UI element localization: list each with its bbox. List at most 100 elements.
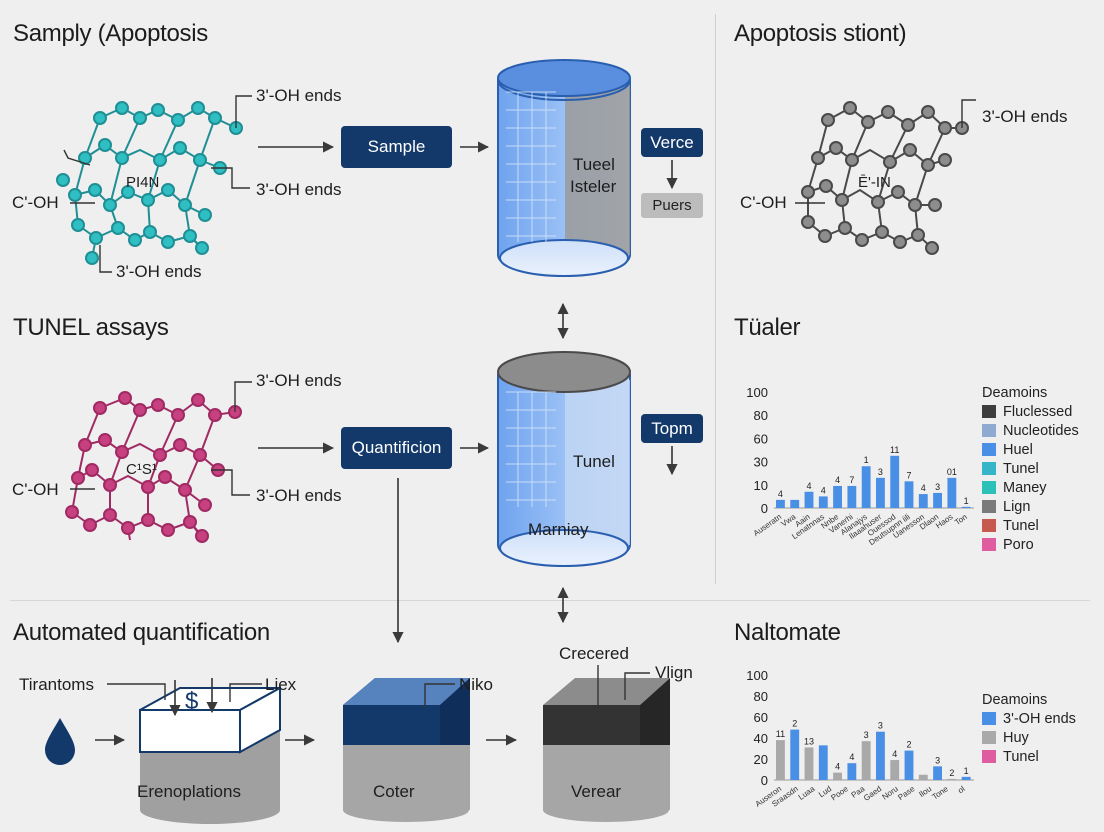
x-tick-label: Tone bbox=[930, 784, 950, 802]
bar bbox=[961, 776, 971, 780]
bar-value-label: 4 bbox=[892, 749, 897, 759]
bar bbox=[790, 499, 800, 508]
y-tick-label: 100 bbox=[746, 668, 768, 683]
chart1-legend-label: Huel bbox=[1003, 441, 1033, 458]
x-tick-label: Pase bbox=[896, 784, 917, 802]
bar bbox=[861, 466, 871, 508]
bar bbox=[776, 499, 785, 508]
bar-value-label: 1 bbox=[964, 496, 969, 506]
bar-value-label: 4 bbox=[778, 489, 783, 499]
topm-box[interactable]: Topm bbox=[641, 414, 703, 443]
chart2-legend-label: 3'-OH ends bbox=[1003, 710, 1076, 727]
mol2-left-label: C'-OH bbox=[12, 480, 59, 499]
bar-value-label: 4 bbox=[806, 481, 811, 491]
section-title-naltomate: Naltomate bbox=[734, 619, 841, 646]
bar bbox=[847, 485, 857, 508]
verear-block bbox=[543, 665, 670, 822]
mol1-top-label: 3'-OH ends bbox=[256, 86, 342, 105]
erenoplations-label: Erenoplations bbox=[137, 782, 241, 801]
mol2-center-label: C¹S¹ bbox=[126, 461, 157, 478]
bar bbox=[776, 740, 785, 780]
bar-value-label: 4 bbox=[921, 483, 926, 493]
verear-label: Verear bbox=[571, 782, 622, 801]
bar-value-label: 3 bbox=[878, 467, 883, 477]
chart1-legend-item: Tunel bbox=[982, 516, 1079, 535]
y-tick-label: 0 bbox=[761, 501, 768, 516]
tirantoms-label: Tirantoms bbox=[19, 675, 94, 694]
chart2-legend-label: Tunel bbox=[1003, 748, 1039, 765]
bar bbox=[933, 766, 942, 780]
bar-value-label: 3 bbox=[935, 482, 940, 492]
bar bbox=[804, 491, 814, 508]
x-tick-label: Auseratn bbox=[752, 512, 783, 538]
chart1-legend-swatch bbox=[982, 519, 996, 532]
chart1-legend-swatch bbox=[982, 424, 996, 437]
chart1-legend-item: Huel bbox=[982, 440, 1079, 459]
chart1-legend-swatch bbox=[982, 500, 996, 513]
coter-label: Coter bbox=[373, 782, 415, 801]
mol2-top-label: 3'-OH ends bbox=[256, 371, 342, 390]
bar bbox=[890, 760, 900, 780]
x-tick-label: Luaa bbox=[797, 784, 817, 802]
mol2-mid-label: 3'-OH ends bbox=[256, 486, 342, 505]
chart2-legend-title: Deamoins bbox=[982, 691, 1048, 708]
cyl2-label-2: Marniay bbox=[528, 520, 589, 539]
bar-value-label: 2 bbox=[949, 768, 954, 778]
bar-value-label: 2 bbox=[792, 719, 797, 729]
y-tick-label: 60 bbox=[754, 710, 768, 725]
bar bbox=[847, 763, 857, 780]
bar bbox=[961, 506, 971, 508]
cyl1-label-2: Isteler bbox=[570, 177, 617, 196]
bar bbox=[818, 496, 828, 508]
chart2-legend-item: Tunel bbox=[982, 747, 1076, 766]
bar-value-label: 3 bbox=[935, 755, 940, 765]
y-tick-label: 10 bbox=[754, 478, 768, 493]
bar-value-label: 1 bbox=[864, 455, 869, 465]
cyl2-label-1: Tunel bbox=[573, 452, 615, 471]
dollar-block bbox=[139, 678, 281, 824]
chart1-legend-label: Tunel bbox=[1003, 460, 1039, 477]
bar bbox=[861, 741, 871, 780]
x-tick-label: Ton bbox=[953, 512, 969, 527]
mol1-center-label: PI4N bbox=[126, 174, 160, 191]
bar-value-label: 7 bbox=[906, 470, 911, 480]
bar-value-label: 2 bbox=[906, 740, 911, 750]
dollar-icon: $ bbox=[185, 688, 199, 715]
chart1-legend-label: Maney bbox=[1003, 479, 1047, 496]
molecule-magenta bbox=[65, 391, 242, 543]
chart1-legend-label: Lign bbox=[1003, 498, 1031, 515]
bar-value-label: 4 bbox=[835, 475, 840, 485]
section-title-sample: Samply (Apoptosis bbox=[13, 20, 208, 47]
bar bbox=[947, 778, 957, 780]
y-tick-label: 30 bbox=[754, 455, 768, 470]
bar bbox=[876, 731, 885, 780]
bar bbox=[790, 729, 800, 780]
chart1-legend-swatch bbox=[982, 462, 996, 475]
y-tick-label: 20 bbox=[754, 752, 768, 767]
bar-value-label: 13 bbox=[804, 736, 814, 746]
mol1-left-label: C'-OH bbox=[12, 193, 59, 212]
bar bbox=[947, 477, 957, 508]
chart2-legend-item: Huy bbox=[982, 728, 1076, 747]
chart1-legend-item: Tunel bbox=[982, 459, 1079, 478]
bar-value-label: 3 bbox=[878, 721, 883, 731]
section-title-apoptosis: Apoptosis stiont) bbox=[734, 20, 907, 47]
y-tick-label: 80 bbox=[754, 689, 768, 704]
liex-label: Liex bbox=[265, 675, 297, 694]
x-tick-label: Haos bbox=[934, 512, 954, 530]
horizontal-divider bbox=[10, 600, 1090, 601]
verce-box[interactable]: Verce bbox=[641, 128, 703, 157]
sample-box[interactable]: Sample bbox=[341, 126, 452, 168]
quantificion-box[interactable]: Quantificion bbox=[341, 427, 452, 469]
chart2-legend-swatch bbox=[982, 731, 996, 744]
bar-value-label: 1 bbox=[964, 766, 969, 776]
chart1-legend-swatch bbox=[982, 538, 996, 551]
chart2-legend-swatch bbox=[982, 712, 996, 725]
bar bbox=[818, 745, 828, 780]
puers-box[interactable]: Puers bbox=[641, 193, 703, 218]
y-tick-label: 60 bbox=[754, 431, 768, 446]
molecule-teal bbox=[56, 101, 243, 265]
